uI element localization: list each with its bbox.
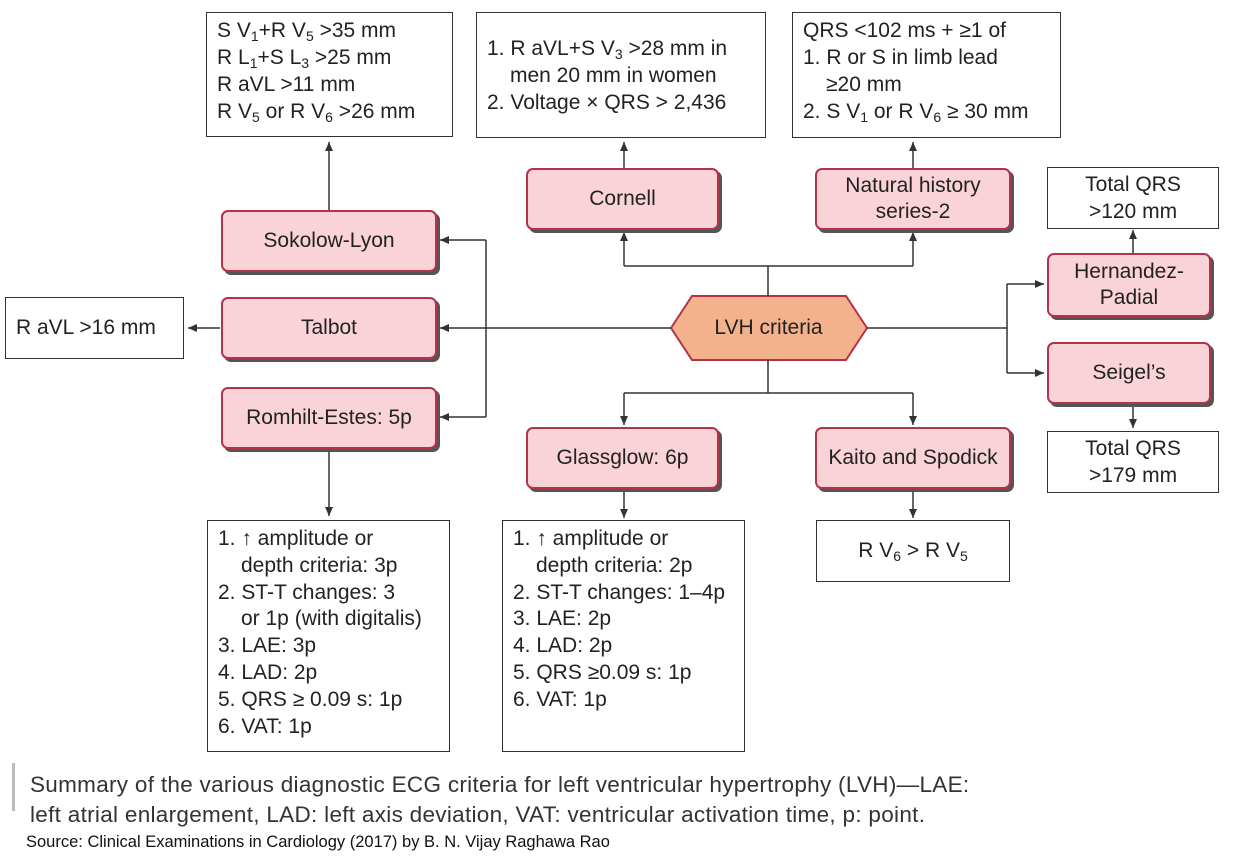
detail-box-romhilt: 1. ↑ amplitude or depth criteria: 3p 2. ST… [207, 520, 450, 752]
detail-line: ≥20 mm [826, 73, 902, 96]
caption-line-1: Summary of the various diagnostic ECG cr… [30, 772, 970, 797]
detail-line: R aVL >11 mm [217, 73, 356, 96]
node-label-line: Glassglow: 6p [556, 446, 689, 469]
center-node-label: LVH criteria [714, 316, 823, 339]
detail-box-kaito: R V6 > R V5 [816, 520, 1010, 582]
detail-line: 6. VAT: 1p [218, 714, 312, 738]
node-label-line: Kaito and Spodick [828, 446, 998, 469]
detail-line: Total QRS [1085, 173, 1181, 196]
node-romhilt-estes: Romhilt-Estes: 5p [221, 387, 437, 449]
detail-box-natural: QRS <102 ms + ≥1 of 1. R or S in limb lea… [792, 12, 1061, 138]
detail-line: 1. ↑ amplitude or [513, 527, 669, 550]
node-talbot: Talbot [221, 297, 437, 359]
node-label-line: Hernandez- [1074, 260, 1184, 283]
detail-line: 4. LAD: 2p [218, 660, 318, 684]
node-label-line: Sokolow-Lyon [263, 229, 395, 252]
node-label-line: series-2 [875, 200, 951, 223]
detail-box-glassglow: 1. ↑ amplitude or depth criteria: 2p 2. ST… [502, 520, 745, 752]
node-natural-history: Natural history series-2 [815, 168, 1011, 230]
detail-line: 4. LAD: 2p [513, 634, 613, 658]
node-label-line: Natural history [845, 174, 981, 197]
detail-line: R V6 > R V5 [858, 539, 968, 564]
detail-line: R V5 or R V6 >26 mm [217, 100, 416, 125]
detail-box-hernandez: Total QRS >120 mm [1047, 167, 1219, 229]
node-cornell: Cornell [526, 168, 719, 230]
detail-line: depth criteria: 2p [536, 553, 693, 577]
detail-line: 5. QRS ≥0.09 s: 1p [513, 660, 692, 684]
source-citation: Source: Clinical Examinations in Cardiol… [26, 833, 610, 851]
node-label-line: Seigel’s [1092, 361, 1166, 384]
detail-line: 3. LAE: 2p [513, 607, 612, 631]
detail-line: R aVL >16 mm [16, 316, 156, 339]
detail-line: 1. R or S in limb lead [803, 46, 998, 69]
detail-line: 3. LAE: 3p [218, 634, 317, 658]
detail-line: R L1+S L3 >25 mm [217, 46, 392, 71]
detail-line: depth criteria: 3p [241, 553, 398, 577]
node-seigels: Seigel’s [1047, 342, 1211, 404]
node-label-line: Romhilt-Estes: 5p [246, 406, 412, 429]
detail-box-seigel: Total QRS >179 mm [1047, 431, 1219, 493]
caption-accent-bar [12, 763, 15, 811]
detail-line: 2. Voltage × QRS > 2,436 [487, 91, 727, 114]
caption-line-2: left atrial enlargement, LAD: left axis … [30, 802, 926, 827]
detail-line: 5. QRS ≥ 0.09 s: 1p [218, 687, 403, 711]
detail-line: men 20 mm in women [510, 64, 717, 87]
detail-line: 2. S V1 or R V6 ≥ 30 mm [803, 100, 1029, 125]
node-label-line: Cornell [589, 187, 656, 210]
detail-line: 2. ST-T changes: 1–4p [513, 580, 726, 604]
detail-line: 1. ↑ amplitude or [218, 527, 374, 550]
node-kaito-spodick: Kaito and Spodick [815, 427, 1011, 489]
detail-box-talbot: R aVL >16 mm [5, 297, 184, 359]
detail-line: 2. ST-T changes: 3 [218, 580, 396, 604]
node-sokolow-lyon: Sokolow-Lyon [221, 210, 437, 272]
detail-line: or 1p (with digitalis) [241, 607, 422, 631]
detail-line: 1. R aVL+S V3 >28 mm in [487, 37, 728, 62]
node-glassglow: Glassglow: 6p [526, 427, 719, 489]
detail-line: QRS <102 ms + ≥1 of [803, 19, 1006, 42]
detail-line: Total QRS [1085, 437, 1181, 460]
detail-line: 6. VAT: 1p [513, 687, 607, 711]
figure-caption: Summary of the various diagnostic ECG cr… [30, 770, 969, 830]
node-label-line: Talbot [300, 316, 358, 339]
detail-line: S V1+R V5 >35 mm [217, 19, 397, 44]
detail-line: >120 mm [1088, 200, 1178, 223]
detail-line: >179 mm [1088, 464, 1178, 487]
node-label-line: Padial [1099, 286, 1159, 309]
node-hernandez-padial: Hernandez- Padial [1047, 253, 1211, 317]
